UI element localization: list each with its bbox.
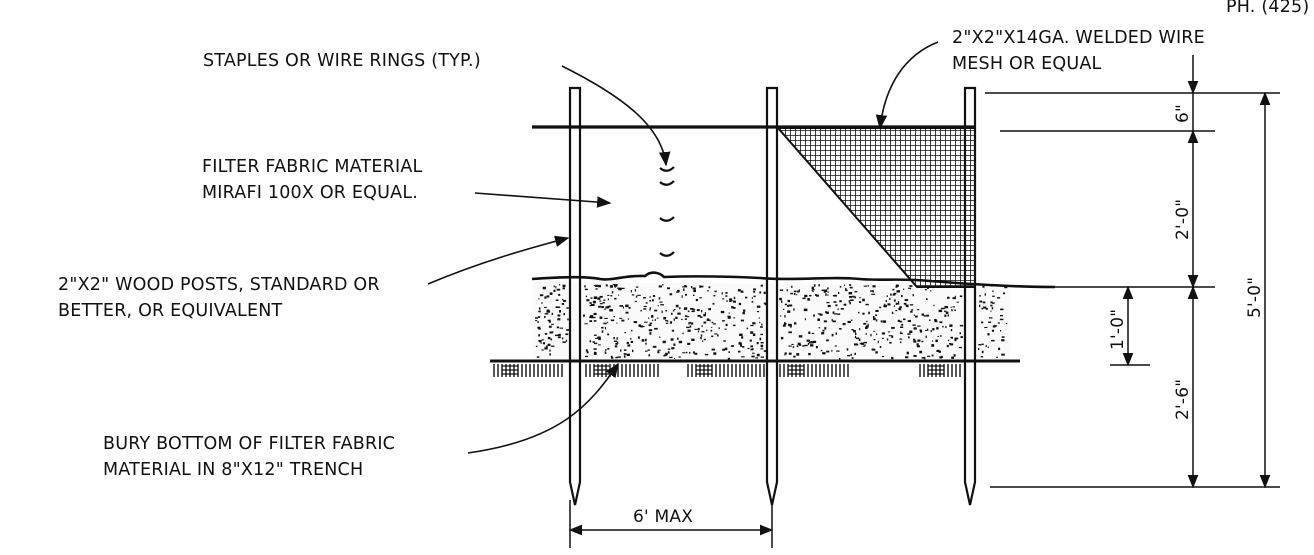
- wood-post-right: [963, 86, 977, 506]
- callout-line: FILTER FABRIC MATERIAL: [202, 157, 423, 177]
- dim-post-length: 5'-0": [1245, 277, 1265, 318]
- leader-staples: [561, 65, 671, 167]
- ground-line: [531, 271, 1056, 289]
- dim-fabric-height: 2'-0": [1173, 199, 1193, 240]
- callout-line: MATERIAL IN 8"X12" TRENCH: [103, 460, 363, 480]
- callout-posts: 2"X2" WOOD POSTS, STANDARD OR BETTER, OR…: [58, 275, 380, 321]
- callout-fabric: FILTER FABRIC MATERIAL MIRAFI 100X OR EQ…: [202, 157, 423, 203]
- dim-embedment: 2'-6": [1173, 379, 1193, 420]
- native-soil-hatching: [493, 364, 961, 377]
- dim-trench-depth: 1'-0": [1108, 309, 1128, 350]
- dim-top-extension: 6": [1173, 104, 1193, 123]
- callout-line: BURY BOTTOM OF FILTER FABRIC: [103, 434, 395, 454]
- gravel-backfill: [533, 282, 1010, 360]
- dim-post-spacing: 6' MAX: [633, 507, 693, 527]
- callout-line: STAPLES OR WIRE RINGS (TYP.): [203, 51, 481, 71]
- leader-bury: [467, 362, 619, 454]
- callout-line: 2"X2"X14GA. WELDED WIRE: [952, 28, 1205, 48]
- welded-wire-mesh: [775, 127, 976, 288]
- staple: [659, 216, 675, 222]
- dimension-lines: [568, 55, 1280, 548]
- staple: [659, 166, 675, 172]
- leader-posts: [427, 235, 570, 285]
- callout-staples: STAPLES OR WIRE RINGS (TYP.): [203, 51, 481, 71]
- callout-line: MIRAFI 100X OR EQUAL.: [202, 183, 418, 203]
- callout-mesh: 2"X2"X14GA. WELDED WIRE MESH OR EQUAL: [952, 28, 1205, 74]
- callout-line: MESH OR EQUAL: [952, 54, 1101, 74]
- callout-line: BETTER, OR EQUIVALENT: [58, 301, 282, 321]
- wood-post-center: [765, 86, 779, 506]
- staples: [659, 166, 675, 257]
- gravel-texture: [535, 284, 1008, 361]
- callout-bury: BURY BOTTOM OF FILTER FABRIC MATERIAL IN…: [103, 434, 395, 480]
- leader-mesh: [875, 41, 939, 130]
- leader-fabric: [474, 192, 612, 208]
- staple: [659, 180, 675, 186]
- phone-number-text: PH. (425) 821-: [1226, 0, 1314, 17]
- staple: [659, 251, 675, 257]
- callout-line: 2"X2" WOOD POSTS, STANDARD OR: [58, 275, 380, 295]
